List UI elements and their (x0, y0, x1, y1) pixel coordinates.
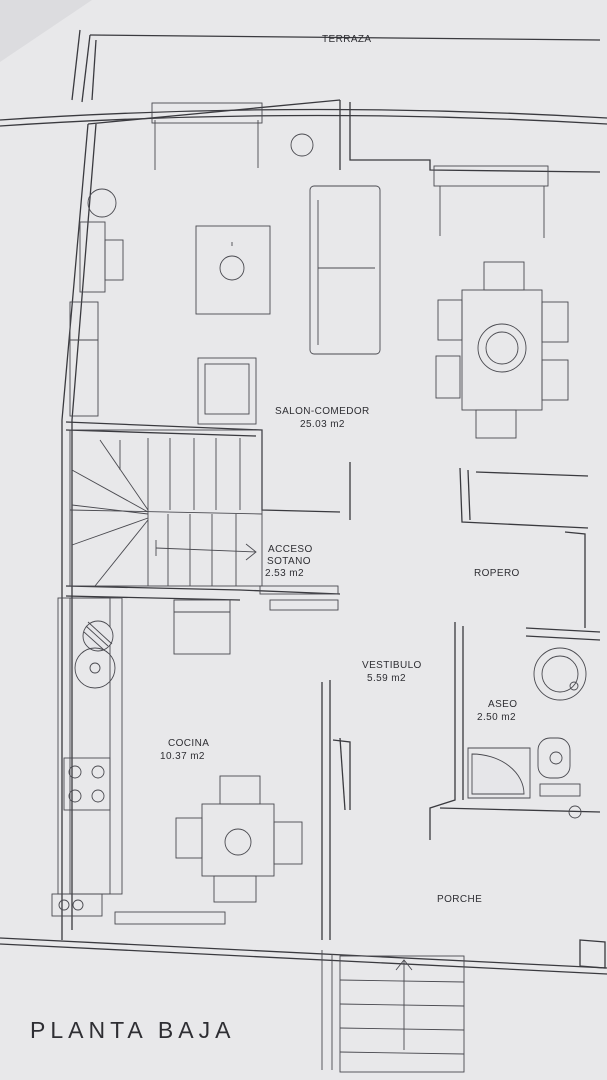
exterior-walls (0, 99, 607, 975)
label-aseo-area: 2.50 m2 (477, 712, 516, 723)
bathroom-fixtures (467, 647, 587, 819)
label-sotano: SOTANO (267, 556, 311, 567)
label-terraza: TERRAZA (322, 34, 371, 45)
staircase (69, 429, 339, 611)
label-vestibulo-area: 5.59 m2 (367, 673, 406, 684)
living-room-furniture (69, 133, 381, 425)
terrace-area (0, 29, 607, 127)
porch-steps (321, 950, 465, 1073)
label-cocina-area: 10.37 m2 (160, 751, 205, 762)
label-ropero: ROPERO (474, 568, 520, 579)
interior-walls (65, 421, 606, 969)
label-acceso: ACCESO (268, 544, 313, 555)
kitchen-fixtures (51, 597, 231, 917)
label-aseo: ASEO (488, 699, 517, 710)
plan-title: PLANTA BAJA (30, 1017, 235, 1043)
label-salon-area: 25.03 m2 (300, 419, 345, 430)
label-porche: PORCHE (437, 894, 482, 905)
label-salon-comedor: SALON-COMEDOR (275, 406, 370, 417)
label-vestibulo: VESTIBULO (362, 660, 422, 671)
label-cocina: COCINA (168, 738, 209, 749)
kitchen-table (175, 775, 303, 903)
dining-table (435, 261, 569, 439)
label-acceso-area: 2.53 m2 (265, 568, 304, 579)
windows (114, 102, 549, 925)
